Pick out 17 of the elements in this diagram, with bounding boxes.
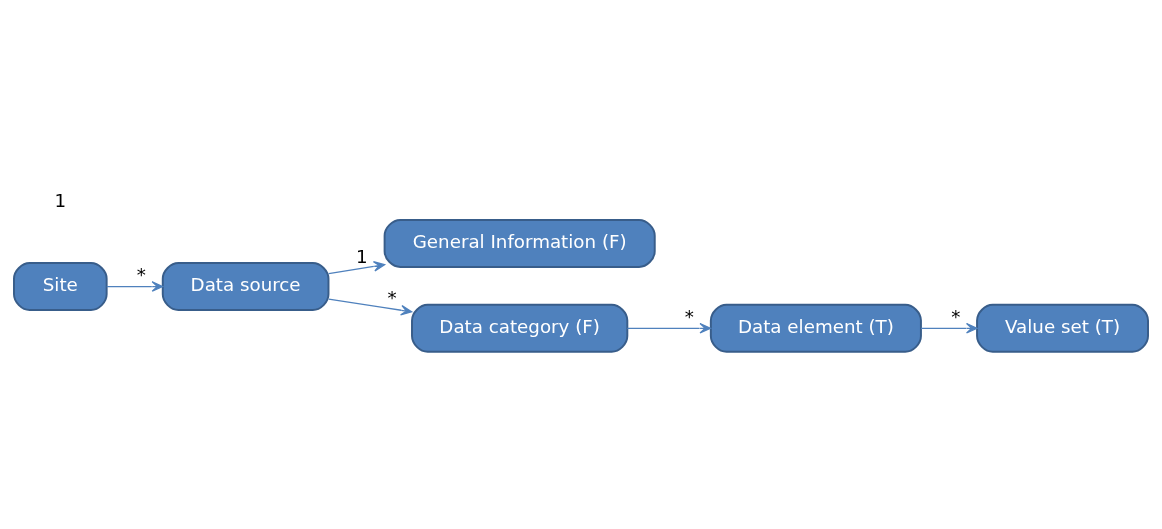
node-box: Value set (T) — [976, 303, 1149, 353]
edge-label: * — [136, 263, 146, 285]
arrow — [328, 260, 386, 274]
arrow — [106, 280, 164, 292]
node-box: Data source — [161, 261, 330, 311]
arrow — [626, 322, 712, 334]
arrow — [920, 322, 978, 334]
edge-label: * — [684, 305, 694, 327]
label: 1 — [54, 189, 67, 211]
edge-label: * — [387, 286, 397, 308]
node-box: Data element (T) — [709, 303, 922, 353]
node-box: Site — [13, 261, 108, 311]
node-box: General Information (F) — [383, 218, 656, 268]
arrow — [328, 297, 413, 316]
node-box: Data category (F) — [411, 303, 629, 353]
edge-label: 1 — [356, 245, 368, 267]
edge-label: * — [951, 305, 961, 327]
